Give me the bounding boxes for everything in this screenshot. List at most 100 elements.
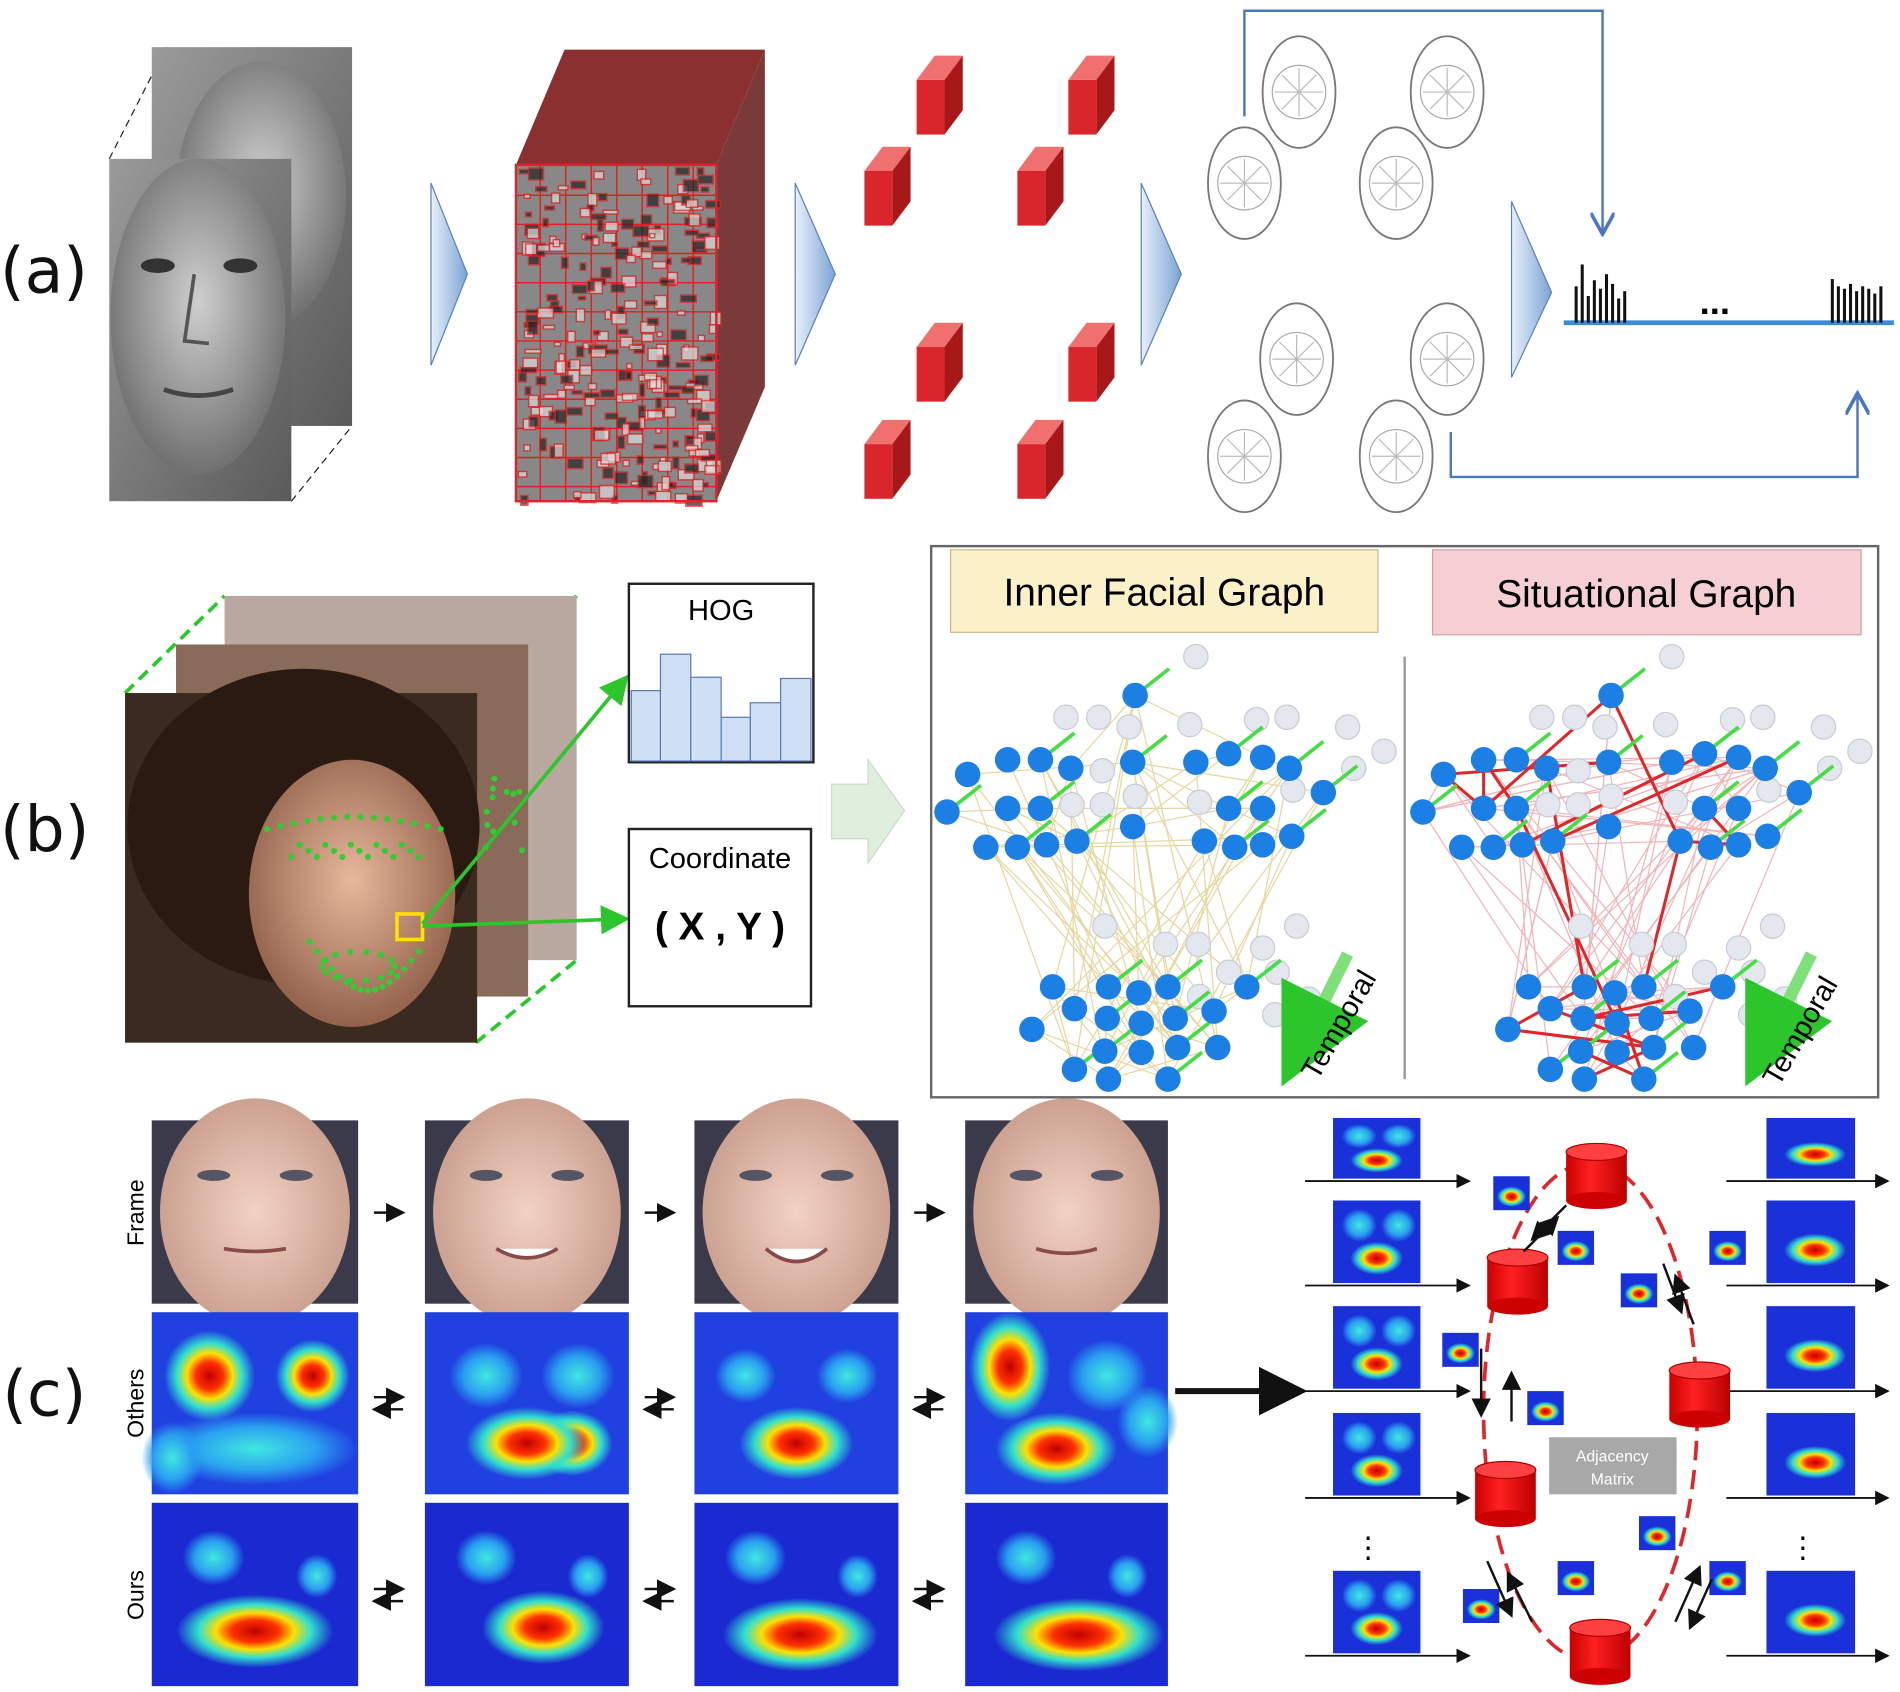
- landmark-point: [356, 847, 363, 854]
- texture-patch: [679, 294, 698, 303]
- graph-node-active: [1470, 795, 1497, 822]
- coordinate-title: Coordinate: [649, 843, 791, 875]
- texture-patch: [599, 389, 616, 399]
- graph-node-active: [1064, 828, 1090, 854]
- graph-node-active: [1027, 795, 1054, 822]
- texture-patch: [697, 423, 713, 433]
- texture-patch: [643, 300, 658, 306]
- texture-patch: [587, 192, 598, 207]
- texture-patch: [640, 214, 653, 226]
- graph-node-active: [1509, 832, 1536, 858]
- histogram-bar: [1611, 283, 1615, 323]
- landmark-point: [288, 853, 295, 860]
- graph-node-active: [1540, 828, 1566, 854]
- heatmap: [1493, 1176, 1530, 1211]
- heatmap: [1333, 1117, 1421, 1179]
- heatmap-blob: [1381, 1579, 1417, 1613]
- graph-node-inactive: [1122, 783, 1148, 809]
- landmark-point: [516, 788, 523, 795]
- texture-patch: [699, 355, 714, 363]
- graph-node-inactive: [1725, 935, 1752, 961]
- block-front: [1068, 79, 1097, 135]
- heatmap: [1462, 1589, 1500, 1623]
- texture-patch: [704, 464, 720, 475]
- histogram-bar: [1598, 288, 1602, 323]
- graph-panel: Inner Facial Graph Situational Graph Tem…: [929, 544, 1880, 1099]
- eye: [197, 1169, 231, 1181]
- heatmap-blob: [164, 1330, 255, 1422]
- graph-node-inactive: [1719, 706, 1746, 733]
- graph-edge: [1583, 757, 1740, 988]
- texture-patch: [527, 394, 540, 408]
- graph-node-active: [1595, 749, 1622, 775]
- graph-edge: [1550, 986, 1723, 1010]
- graph-edge: [1132, 761, 1236, 848]
- graph-node-inactive: [1750, 704, 1776, 731]
- graph-node-active: [1279, 823, 1305, 850]
- graph-node-active: [1448, 834, 1475, 860]
- heatmap: [1333, 1412, 1421, 1496]
- heatmap: [1766, 1306, 1856, 1389]
- heatmap: [1557, 1561, 1595, 1596]
- heatmap: [965, 1502, 1168, 1687]
- graph-edge: [1443, 774, 1494, 848]
- codebook-ring: [1368, 428, 1424, 484]
- cylinder-bottom: [1487, 1297, 1548, 1315]
- landmark-point: [318, 963, 325, 970]
- situational-edge: [1609, 694, 1682, 842]
- texture-patch: [575, 345, 585, 358]
- texture-patch: [700, 400, 717, 414]
- landmark-point: [290, 820, 297, 827]
- landmark-point: [401, 965, 408, 972]
- texture-patch: [708, 324, 719, 335]
- block-front: [1068, 347, 1097, 402]
- heatmap-blob: [1066, 1339, 1148, 1413]
- landmark-point: [330, 814, 337, 821]
- codebook-spoke: [1446, 91, 1465, 110]
- heatmap: [424, 1502, 629, 1687]
- heatmap: [1766, 1412, 1856, 1496]
- graph-node-active: [1215, 795, 1242, 822]
- texture-patch: [643, 372, 658, 381]
- landmark-point: [408, 957, 415, 964]
- heatmap-blob: [275, 1339, 350, 1413]
- texture-patch: [672, 440, 680, 448]
- codebook-ring: [1217, 428, 1272, 484]
- texture-patch: [674, 166, 691, 176]
- texture-patch: [694, 448, 711, 458]
- texture-patch: [681, 385, 695, 395]
- graph-node-active: [1697, 834, 1724, 860]
- graph-node-active: [1058, 755, 1084, 782]
- heatmap-blob: [1381, 1124, 1417, 1149]
- texture-patch: [672, 456, 680, 470]
- heatmap-blob: [465, 1406, 589, 1480]
- cylinder-top: [1486, 1248, 1549, 1267]
- texture-patch: [663, 391, 681, 399]
- codebook-spoke: [1446, 358, 1465, 377]
- eye: [820, 1169, 854, 1181]
- texture-patch: [539, 437, 548, 452]
- texture-patch: [590, 213, 607, 221]
- graph-node-active: [1183, 749, 1209, 775]
- landmark-point: [322, 841, 329, 848]
- graph-node-inactive: [1152, 931, 1179, 958]
- heatmap-blob: [993, 1598, 1164, 1672]
- texture-patch: [528, 415, 540, 428]
- heatmap: [965, 1312, 1179, 1495]
- coordinate-box: Coordinate ( X , Y ): [627, 827, 813, 1008]
- heatmap-blob: [714, 1348, 777, 1404]
- texture-patch: [569, 358, 581, 371]
- situational-graph-label-box: [1431, 549, 1862, 636]
- block-side: [1045, 419, 1064, 499]
- graph-node-inactive: [1249, 935, 1276, 961]
- graph-edge: [1693, 792, 1800, 1048]
- mouth: [495, 1247, 559, 1260]
- heatmap-blob: [995, 1412, 1118, 1486]
- texture-patch: [657, 460, 672, 473]
- heatmap: [151, 1502, 359, 1687]
- graph-node-active: [1162, 1005, 1188, 1032]
- block-side: [944, 322, 963, 402]
- graph-node-inactive: [1092, 913, 1118, 939]
- graph-node-active: [1204, 1034, 1231, 1061]
- update-arrow: [1672, 1273, 1695, 1325]
